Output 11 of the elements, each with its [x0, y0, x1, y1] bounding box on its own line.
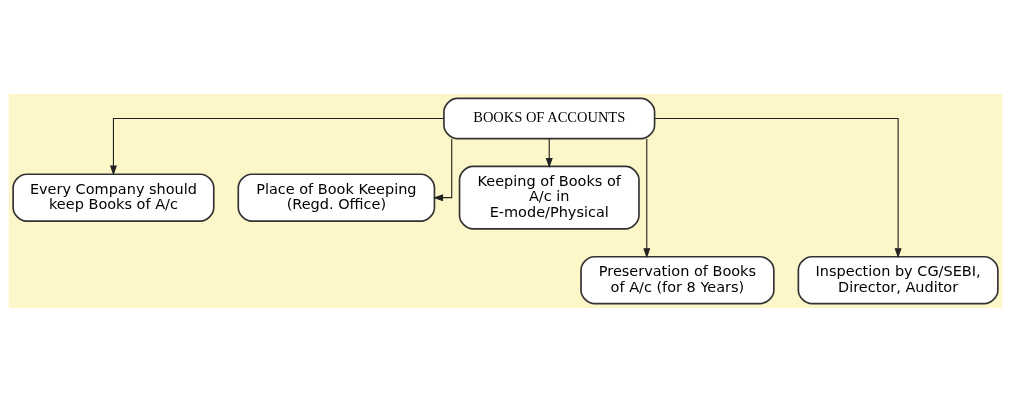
node-box: BOOKS OF ACCOUNTS [443, 97, 656, 139]
arrow [643, 137, 651, 258]
node-box: Place of Book Keeping (Regd. Office) [237, 172, 436, 222]
node-box: Keeping of Books of A/c in E-mode/Physical [458, 165, 640, 230]
arrow [654, 117, 902, 258]
node-box: Preservation of Books of A/c (for 8 Years) [580, 255, 775, 304]
arrow [433, 137, 453, 201]
arrow [109, 117, 445, 176]
arrow [545, 137, 553, 168]
node-box: Every Company should keep Books of A/c [12, 172, 215, 222]
node-box: Inspection by CG/SEBI, Director, Auditor [797, 255, 999, 304]
